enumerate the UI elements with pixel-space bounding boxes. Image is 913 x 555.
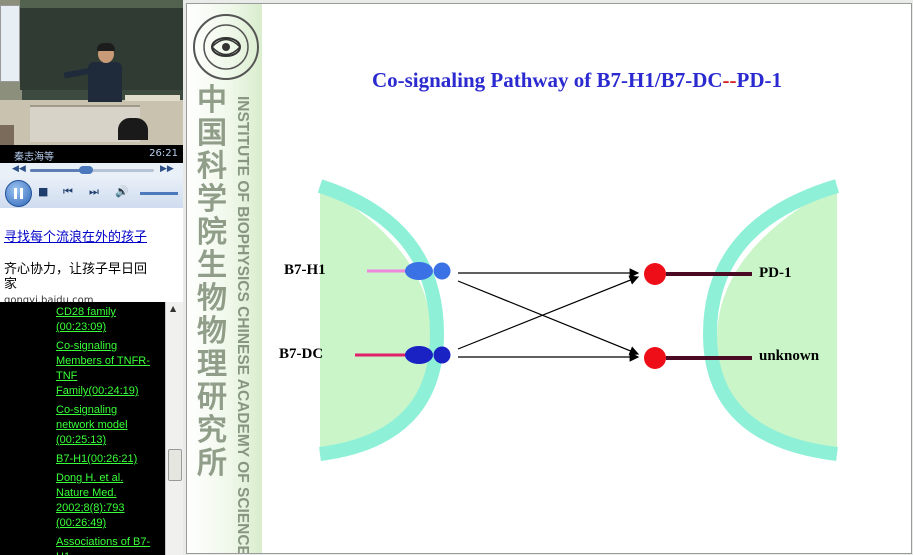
video-projector-screen — [0, 5, 20, 82]
institute-english-name: INSTITUTE OF BIOPHYSICS CHINESE ACADEMY … — [233, 96, 251, 554]
institute-chinese-name: 中国科学院生物物理研究所 — [195, 84, 229, 480]
player-title: 秦志海等 — [14, 148, 54, 163]
pd1-receptor — [644, 263, 666, 285]
stop-icon[interactable]: ■ — [38, 185, 48, 198]
chapter-item[interactable]: B7-H1(00:26:21) — [56, 452, 156, 467]
seek-bar[interactable]: ◀◀ ▶▶ — [0, 163, 183, 178]
pause-button[interactable] — [5, 180, 32, 207]
unknown-receptor — [644, 347, 666, 369]
label-unknown: unknown — [759, 348, 819, 365]
scroll-up-icon[interactable]: ▲ — [170, 304, 176, 313]
pathway-diagram: B7-H1 B7-DC PD-1 unknown — [262, 154, 911, 484]
player-time: 26:21 — [149, 148, 178, 159]
label-pd1: PD-1 — [759, 265, 792, 282]
pause-icon — [14, 188, 17, 199]
previous-icon[interactable]: ⏮ — [63, 185, 73, 199]
slide-title-end: PD-1 — [737, 68, 783, 92]
b7h1-ligand-domain — [434, 263, 451, 280]
player-title-bar: 秦志海等 26:21 — [0, 145, 183, 163]
video-student — [118, 118, 148, 140]
chapter-item[interactable]: Co-signaling network model (00:25:13) — [56, 403, 156, 448]
chapter-item[interactable]: Associations of B7-H1 — [56, 535, 156, 555]
video-lecturer-body — [88, 62, 122, 102]
pathway-svg — [262, 154, 911, 484]
chapter-scrollbar[interactable]: ▲ — [165, 302, 184, 555]
ad-link[interactable]: 寻找每个流浪在外的孩子 — [4, 230, 154, 245]
slide-title-main: Co-signaling Pathway of B7-H1/B7-DC — [372, 68, 723, 92]
video-lecturer-hair — [97, 43, 115, 51]
b7dc-ligand-domain — [434, 347, 451, 364]
seek-track[interactable] — [30, 169, 154, 172]
left-panel: 秦志海等 26:21 ◀◀ ▶▶ ■ ⏮ ⏭ 🔊 寻找每个流浪在外的孩子 齐心协… — [0, 0, 183, 555]
institute-logo — [191, 12, 261, 82]
arrow-b7h1-unknown — [458, 281, 638, 354]
video-lamp — [125, 95, 180, 101]
fast-forward-icon[interactable]: ▶▶ — [160, 164, 174, 174]
volume-slider[interactable] — [140, 192, 178, 195]
rewind-icon[interactable]: ◀◀ — [12, 164, 26, 174]
slide: 中国科学院生物物理研究所 INSTITUTE OF BIOPHYSICS CHI… — [186, 3, 912, 554]
chapter-item[interactable]: CD28 family (00:23:09) — [56, 305, 156, 335]
ad-panel: 寻找每个流浪在外的孩子 齐心协力，让孩子早日回家 gongyi.baidu.co… — [0, 208, 183, 302]
ad-url[interactable]: gongyi.baidu.com — [4, 295, 124, 302]
pause-icon — [20, 188, 23, 199]
chapter-item[interactable]: Dong H. et al. Nature Med. 2002;8(8):793… — [56, 471, 156, 531]
video-student-left — [0, 125, 14, 145]
label-b7dc: B7-DC — [279, 346, 323, 363]
next-icon[interactable]: ⏭ — [89, 185, 99, 199]
institute-strip: 中国科学院生物物理研究所 INSTITUTE OF BIOPHYSICS CHI… — [187, 4, 262, 553]
ad-text: 齐心协力，让孩子早日回家 — [4, 262, 154, 292]
arrow-b7dc-pd1 — [458, 277, 638, 349]
b7dc-ligand-domain — [405, 346, 433, 364]
video-frame[interactable] — [0, 0, 183, 145]
slide-title: Co-signaling Pathway of B7-H1/B7-DC--PD-… — [267, 68, 887, 93]
video-board-frame — [20, 0, 183, 8]
seek-progress — [30, 169, 86, 172]
player-controls: ■ ⏮ ⏭ 🔊 — [0, 178, 183, 209]
chapter-item[interactable]: Co-signaling Members of TNFR-TNF Family(… — [56, 339, 156, 399]
scroll-thumb[interactable] — [168, 449, 182, 481]
chapter-list: CD28 family (00:23:09) Co-signaling Memb… — [0, 302, 165, 555]
b7h1-ligand-domain — [405, 262, 433, 280]
institute-english-name-wrap: INSTITUTE OF BIOPHYSICS CHINESE ACADEMY … — [227, 96, 257, 516]
seek-handle[interactable] — [79, 166, 93, 174]
volume-icon[interactable]: 🔊 — [115, 185, 129, 198]
slide-title-dash: -- — [723, 68, 737, 92]
label-b7h1: B7-H1 — [284, 262, 326, 279]
